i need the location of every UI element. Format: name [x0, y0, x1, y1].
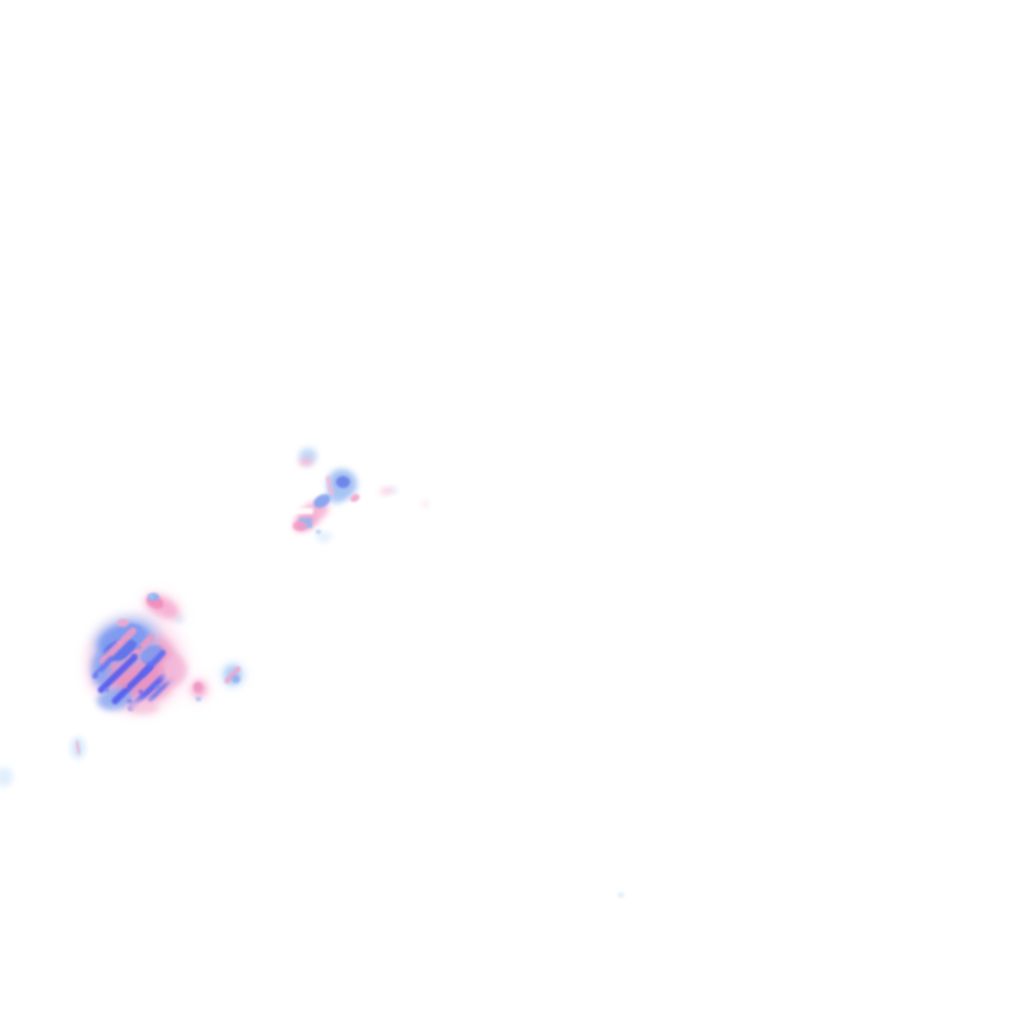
heatmap-region-pink-streak-blob [285, 494, 332, 542]
heatmap-region-faint-pink-speck [421, 501, 429, 507]
heatmap-primitive [380, 487, 394, 495]
heatmap-primitive [326, 476, 334, 496]
heatmap-primitive [196, 697, 201, 701]
heatmap-region-pink-dash [380, 487, 397, 495]
heatmap-primitive [336, 476, 350, 488]
heatmap-primitive [316, 532, 332, 542]
heatmap-primitive [313, 494, 331, 508]
heatmap-primitive [147, 662, 151, 666]
heatmap-primitive [127, 700, 159, 714]
heatmap-primitive [118, 641, 122, 645]
heatmap-region-tiny-speck [617, 892, 625, 898]
heatmap-primitive [112, 662, 116, 666]
heatmap-primitive [350, 494, 360, 502]
heatmap-primitive [293, 521, 307, 531]
heatmap-primitive [92, 656, 114, 679]
heatmap-region-teardrop-mark [71, 737, 85, 759]
heatmap-primitive [140, 650, 166, 677]
heatmap-primitive [99, 627, 137, 665]
heatmap-region-pink-dot [189, 678, 209, 701]
heatmap-primitive [98, 672, 102, 676]
heatmap-primitive [160, 668, 164, 672]
heatmap-primitive [97, 654, 138, 694]
heatmap-primitive [132, 654, 137, 658]
heatmap-primitive [75, 740, 81, 755]
heatmap-primitive [105, 688, 109, 692]
heatmap-primitive [224, 666, 241, 684]
heatmap-primitive [316, 530, 321, 534]
heatmap-primitive [285, 508, 313, 514]
heatmap-region-upper-cluster-dot [299, 448, 317, 466]
heatmap-primitive [299, 458, 313, 466]
heatmap-region-blue-pink-dot [221, 663, 245, 687]
heatmap-primitive [139, 690, 143, 694]
heatmap-primitive [136, 645, 141, 649]
heatmap-primitive [175, 616, 183, 622]
heatmap-primitive [391, 487, 397, 493]
heatmap-region-blue-triangle-blob [326, 469, 360, 504]
heatmap-region-pink-comet [142, 592, 184, 624]
heatmap-region-edge-smudge [0, 767, 13, 787]
heatmap-primitive [155, 685, 159, 689]
heatmap-primitive [122, 684, 127, 688]
heatmap-primitive [0, 767, 13, 787]
heatmap-primitive [421, 501, 429, 507]
heatmap-primitive [127, 699, 132, 703]
heatmap-primitive [148, 594, 154, 599]
heatmap-primitive [161, 655, 187, 685]
heatmap-primitive [193, 682, 203, 692]
heatmap-primitive [232, 675, 240, 683]
heatmap-primitive [617, 892, 625, 898]
heatmap-primitive [117, 619, 129, 627]
heatmap-region-main-blob [85, 615, 189, 715]
